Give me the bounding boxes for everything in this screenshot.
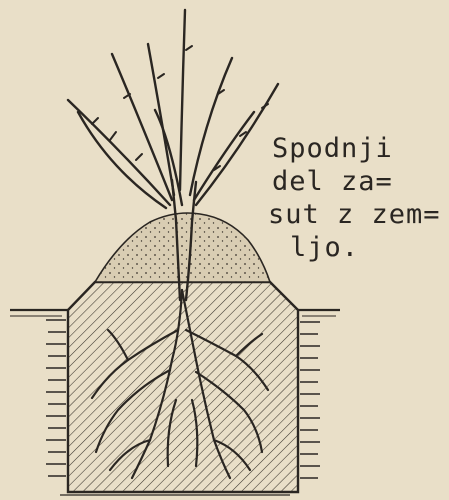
caption-line-1: Spodnji xyxy=(268,132,448,165)
caption-line-4: ljo. xyxy=(268,231,448,264)
caption-text: Spodnji del za= sut z zem= ljo. xyxy=(268,132,448,264)
planting-hole xyxy=(46,282,320,495)
caption-line-3: sut z zem= xyxy=(268,198,448,231)
caption-line-2: del za= xyxy=(268,165,448,198)
